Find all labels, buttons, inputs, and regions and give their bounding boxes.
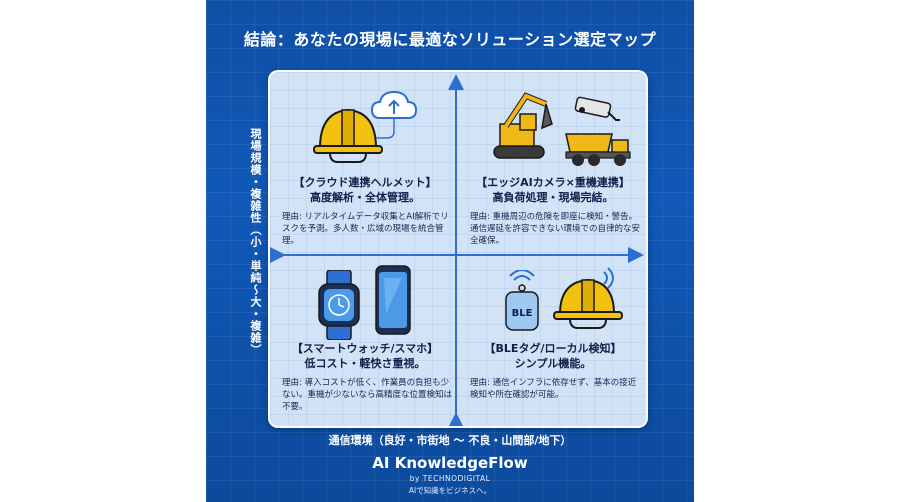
quadrant-top-right: 【エッジAIカメラ×重機連携】 高負荷処理・現場完結。 理由: 重機周辺の危険を… (462, 86, 644, 247)
quadrant-bottom-right-subtitle: シンプル機能。 (514, 357, 592, 370)
quadrant-top-right-icons (462, 86, 644, 176)
quadrant-bottom-left-description: 理由: 導入コストが低く、作業員の負担も少ない。重機が少ないなら高精度な位置検知… (282, 378, 453, 412)
quadrant-bottom-right-icons: BLE (462, 262, 644, 342)
quadrant-bottom-left: 【スマートウォッチ/スマホ】 低コスト・軽快さ重視。 理由: 導入コストが低く、… (274, 262, 456, 413)
helmet-icon (313, 108, 383, 163)
page-title: 結論：あなたの現場に最適なソリューション選定マップ (243, 30, 657, 49)
quadrant-top-left-icons (274, 86, 456, 176)
smartwatch-icon (318, 270, 360, 340)
quadrant-matrix: 【クラウド連携ヘルメット】 高度解析・全体管理。 理由: リアルタイムデータ収集… (268, 70, 648, 428)
brand-name: AI KnowledgeFlow (372, 454, 528, 472)
helmet-icon (553, 267, 623, 329)
quadrant-top-right-title: 【エッジAIカメラ×重機連携】 (476, 176, 630, 189)
ble-tag-icon: BLE (505, 270, 539, 331)
quadrant-top-right-description: 理由: 重機周辺の危険を即座に検知・警告。通信遅延を許容できない環境での自律的な… (470, 212, 641, 246)
quadrant-top-left-description: 理由: リアルタイムデータ収集とAI解析でリスクを予測。多人数・広域の現場を統合… (282, 212, 449, 246)
x-axis-label: 通信環境（良好・市街地 〜 不良・山間部/地下） (328, 434, 572, 447)
ble-tag-label: BLE (512, 308, 533, 319)
axis-arrows (270, 74, 644, 426)
solution-map-panel: 結論：あなたの現場に最適なソリューション選定マップ (206, 0, 694, 502)
dump-truck-icon (565, 133, 631, 166)
excavator-icon (493, 92, 553, 159)
brand-by: by TECHNODIGITAL (409, 474, 491, 483)
quadrant-bottom-right-title: 【BLEタグ/ローカル検知】 (484, 342, 622, 355)
quadrant-bottom-right-description: 理由: 通信インフラに依存せず、基本の接近検知や所在確認が可能。 (470, 378, 637, 400)
y-axis-label: 現場規模・複雑性（小・単純〜大・複雑） (249, 128, 262, 356)
quadrant-bottom-left-icons (274, 262, 456, 342)
quadrant-top-left-title: 【クラウド連携ヘルメット】 (293, 176, 437, 189)
quadrant-bottom-left-subtitle: 低コスト・軽快さ重視。 (304, 357, 426, 370)
brand-tagline: AIで知識をビジネスへ。 (408, 486, 492, 495)
quadrant-top-right-subtitle: 高負荷処理・現場完結。 (492, 191, 614, 204)
cloud-icon (370, 90, 418, 139)
quadrant-bottom-left-title: 【スマートウォッチ/スマホ】 (291, 342, 439, 355)
quadrant-top-left-subtitle: 高度解析・全体管理。 (310, 191, 420, 204)
security-camera-icon (574, 96, 620, 121)
smartphone-icon (375, 265, 411, 335)
quadrant-top-left: 【クラウド連携ヘルメット】 高度解析・全体管理。 理由: リアルタイムデータ収集… (274, 86, 456, 247)
quadrant-bottom-right: BLE 【BLEタグ/ローカル検知】 シンプル機能。 理由: 通信インフラに依存… (462, 262, 644, 401)
